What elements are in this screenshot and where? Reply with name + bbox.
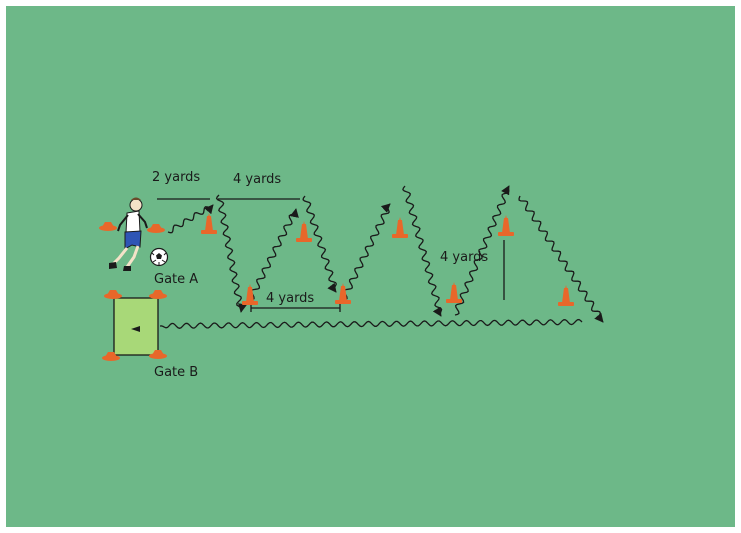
cone-icon — [296, 221, 312, 242]
dribble-path-start — [167, 204, 214, 234]
cone-icon — [392, 217, 408, 238]
cone-icon — [335, 283, 351, 304]
cone-icon — [147, 224, 165, 233]
label-gate-a: Gate A — [154, 272, 198, 287]
label-4-yards-bottom: 4 yards — [266, 291, 314, 306]
soccer-ball-icon — [149, 247, 169, 267]
cone-icon — [201, 213, 217, 234]
dribble-path-down — [402, 185, 443, 317]
label-gate-b: Gate B — [154, 365, 198, 380]
dribble-path-down — [215, 194, 247, 313]
cone-icon — [446, 282, 462, 303]
dribble-path-down — [302, 195, 338, 293]
label-2-yards: 2 yards — [152, 170, 200, 185]
cone-icon — [242, 284, 258, 305]
dribble-path-down — [518, 195, 604, 323]
cone-icon — [558, 285, 574, 306]
cone-icon — [149, 290, 167, 299]
cone-icon — [498, 215, 514, 236]
dribble-paths — [159, 185, 604, 329]
dribble-path-return — [159, 318, 583, 329]
dribble-path-up — [454, 185, 510, 316]
label-4-yards-top: 4 yards — [233, 172, 281, 187]
dribble-path-up — [249, 208, 299, 301]
label-4-yards-vertical: 4 yards — [440, 250, 488, 265]
cone-icon — [104, 290, 122, 299]
gate-b-square — [113, 297, 159, 356]
player-icon — [109, 197, 148, 271]
dribble-path-up — [342, 203, 391, 301]
cone-icon — [99, 222, 117, 231]
